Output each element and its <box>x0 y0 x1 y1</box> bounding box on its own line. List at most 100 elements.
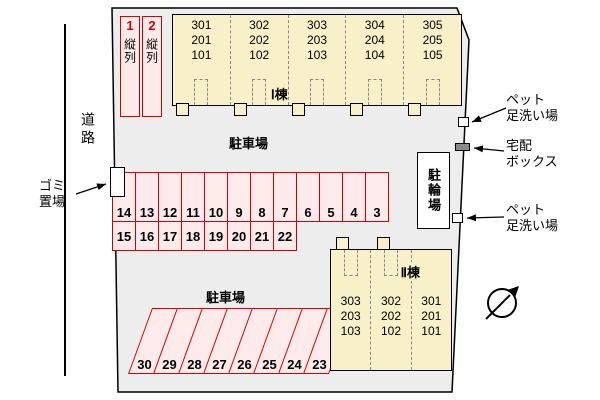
room-number: 301 <box>191 18 212 32</box>
stairwell-icon <box>252 79 267 105</box>
pet-wash-label-top: ペット 足洗い場 <box>506 92 558 124</box>
tandem-label: 縦列 <box>144 38 159 64</box>
room-number: 105 <box>422 48 443 62</box>
building-1-unit: 305 205 105 <box>403 15 461 105</box>
bicycle-parking: 駐輪場 <box>417 152 450 229</box>
parking-space-number: 17 <box>162 228 178 244</box>
parking-row-top: 14 13 12 11 10 9 8 7 6 5 4 3 <box>112 172 389 222</box>
parking-space-number: 11 <box>186 205 200 220</box>
room-number: 202 <box>380 309 401 323</box>
garbage-area-label: ゴミ 置場 <box>28 178 76 210</box>
parking-space-number: 5 <box>327 205 335 220</box>
room-number: 204 <box>364 33 385 47</box>
parking-space-number: 10 <box>208 205 224 220</box>
road-line <box>64 24 66 376</box>
parking-space-number: 21 <box>254 228 270 244</box>
parking-space: 8 <box>250 172 274 222</box>
pet-wash-marker-top <box>458 117 469 127</box>
room-number: 203 <box>306 33 327 47</box>
room-number: 203 <box>340 309 361 323</box>
parking-space-number: 13 <box>139 205 155 220</box>
pet-wash-mid-line2: 足洗い場 <box>506 218 559 233</box>
parking-space: 19 <box>204 221 228 251</box>
parking-space-number: 9 <box>235 205 243 220</box>
parking-space-number: 15 <box>116 228 132 244</box>
entrance-icon <box>292 103 305 116</box>
parking-space: 21 <box>250 221 274 251</box>
stairwell-icon <box>383 250 398 276</box>
parking-space-number: 4 <box>350 205 358 220</box>
stairwell-icon <box>343 250 358 276</box>
pet-wash-marker-mid <box>452 213 463 223</box>
parking-space: 17 <box>158 221 182 251</box>
parking-space-number: 30 <box>137 357 152 372</box>
room-number: 303 <box>340 294 361 308</box>
parking-space-number: 16 <box>139 228 155 244</box>
pet-wash-label-mid: ペット 足洗い場 <box>506 202 558 234</box>
parking-space-number: 18 <box>185 228 201 244</box>
parking-space-number: 6 <box>304 205 312 220</box>
parking-space: 15 <box>112 221 136 251</box>
room-number: 201 <box>421 309 442 323</box>
stairwell-icon <box>194 79 209 105</box>
stairwell-icon <box>309 79 324 105</box>
stairwell-icon <box>425 79 440 105</box>
pet-wash-top-line1: ペット <box>506 92 546 107</box>
road-label: 道路 <box>80 112 96 148</box>
entrance-icon <box>336 237 349 250</box>
room-number: 103 <box>306 48 327 62</box>
parking-space: 11 <box>181 172 205 222</box>
room-number: 202 <box>249 33 270 47</box>
room-number: 301 <box>421 294 442 308</box>
room-number: 101 <box>191 48 212 62</box>
building-1: 301 201 101 302 202 102 303 203 103 304 … <box>172 14 462 106</box>
parking-space: 22 <box>273 221 297 251</box>
parking-lot-label-bottom: 駐車場 <box>206 290 246 305</box>
delivery-label-line1: 宅配 <box>506 138 533 153</box>
parking-space: 4 <box>342 172 366 222</box>
parking-row-middle: 15 16 17 18 19 20 21 22 <box>112 221 297 251</box>
parking-space-number: 14 <box>116 205 132 220</box>
parking-space-number: 29 <box>162 357 177 372</box>
parking-space: 18 <box>181 221 205 251</box>
building-1-unit: 303 203 103 <box>287 15 346 105</box>
parking-space-number: 7 <box>281 205 289 220</box>
room-number: 102 <box>249 48 270 62</box>
parking-space-number: 24 <box>287 357 302 372</box>
bicycle-parking-label: 駐輪場 <box>426 168 441 213</box>
parking-space-number: 19 <box>208 228 224 244</box>
building-2-unit: 302 202 102 <box>370 250 410 370</box>
building-2-unit: 303 203 103 <box>331 250 370 370</box>
room-number: 303 <box>306 18 327 32</box>
parking-space-number: 20 <box>231 228 247 244</box>
parking-space-number: 23 <box>312 357 327 372</box>
parking-row-bottom: 30 29 28 27 26 25 24 23 <box>128 308 354 374</box>
room-number: 205 <box>422 33 443 47</box>
parking-space: 16 <box>135 221 159 251</box>
entrance-icon <box>377 237 390 250</box>
parking-space: 3 <box>365 172 389 222</box>
building-2: 303 203 103 302 202 102 301 201 101 Ⅱ棟 <box>330 249 452 371</box>
parking-space-number: 8 <box>258 205 266 220</box>
parking-space-number: 28 <box>187 357 202 372</box>
parking-space-number: 27 <box>212 357 227 372</box>
room-number: 304 <box>364 18 385 32</box>
delivery-box-marker <box>455 143 470 151</box>
building-2-unit: 301 201 101 <box>410 250 451 370</box>
entrance-icon <box>408 103 421 116</box>
room-number: 104 <box>364 48 385 62</box>
garbage-label-line2: 置場 <box>38 194 65 209</box>
parking-space-number: 22 <box>277 228 293 244</box>
parking-space: 7 <box>273 172 297 222</box>
room-number: 102 <box>380 324 401 338</box>
room-number: 101 <box>421 324 442 338</box>
delivery-box-label: 宅配 ボックス <box>506 138 558 170</box>
garbage-area-box <box>110 167 125 197</box>
parking-space-number: 3 <box>373 205 381 220</box>
parking-space: 13 <box>135 172 159 222</box>
parking-space: 6 <box>296 172 320 222</box>
parking-lot-label-top: 駐車場 <box>229 136 269 151</box>
room-number: 201 <box>191 33 212 47</box>
parking-space: 9 <box>227 172 251 222</box>
